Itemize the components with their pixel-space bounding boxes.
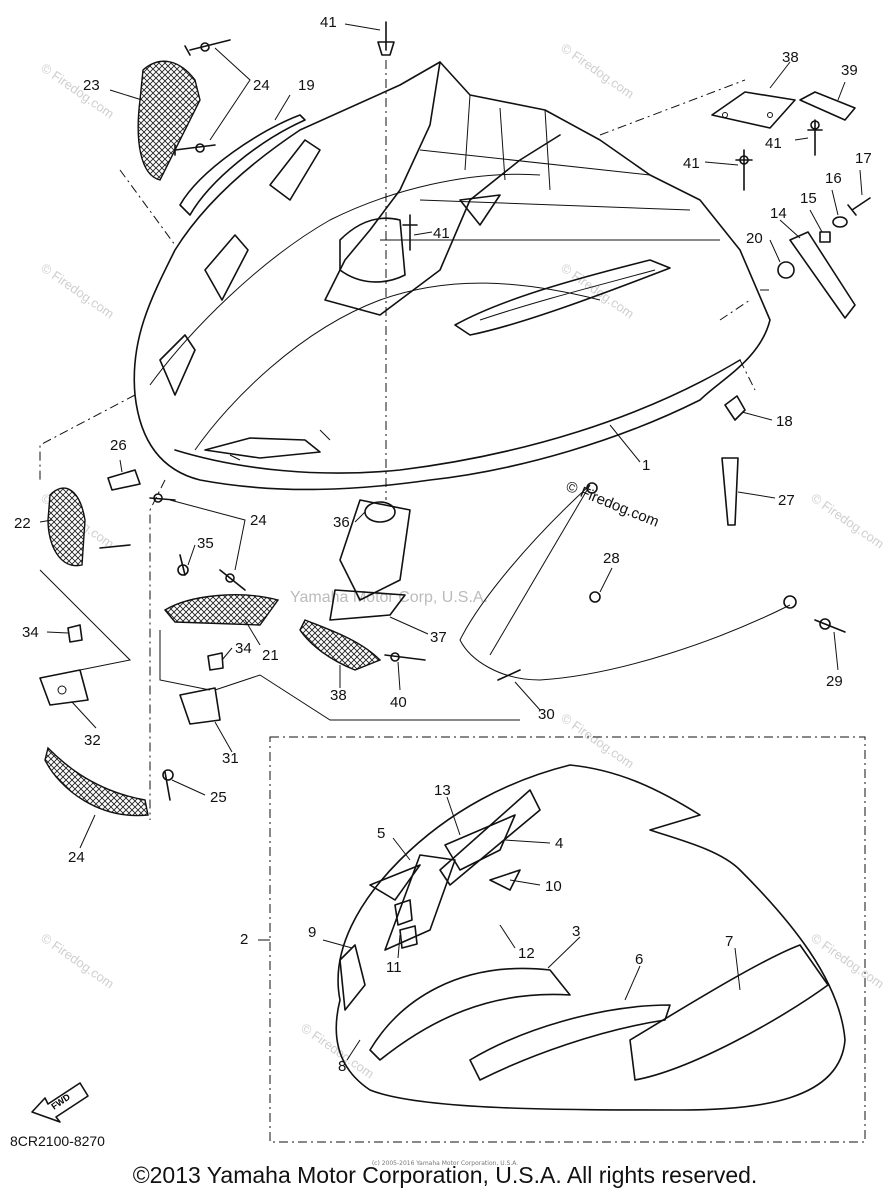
part-23-grille bbox=[137, 60, 201, 181]
callout-38: 38 bbox=[330, 687, 347, 704]
copyright-notice: ©2013 Yamaha Motor Corporation, U.S.A. A… bbox=[132, 1162, 758, 1188]
callout-13: 13 bbox=[434, 782, 451, 799]
callout-39: 38 bbox=[782, 49, 799, 66]
callout-15: 15 bbox=[800, 190, 817, 207]
part-38-grille bbox=[299, 619, 382, 671]
small-credit: (c) 2005-2016 Yamaha Motor Corporation, … bbox=[371, 1160, 519, 1167]
callout-26: 25 bbox=[210, 789, 227, 806]
callout-40: 39 bbox=[841, 62, 858, 79]
part-14-arm bbox=[789, 231, 856, 319]
watermark-center: Yamaha Motor Corp, U.S.A. bbox=[290, 589, 488, 606]
callout-33: 32 bbox=[84, 732, 101, 749]
part-39-plate bbox=[711, 91, 796, 129]
part-25-grille bbox=[44, 746, 149, 817]
callout-24: 24 bbox=[250, 512, 267, 529]
callout-17: 17 bbox=[855, 150, 872, 167]
watermark: © Firedog.com bbox=[558, 260, 637, 321]
watermark: © Firedog.com bbox=[38, 60, 117, 121]
callout-25: 24 bbox=[68, 849, 85, 866]
part-21-grille bbox=[163, 594, 280, 626]
callout-8: 8 bbox=[338, 1058, 346, 1075]
callout-28: 27 bbox=[778, 492, 795, 509]
parts bbox=[39, 21, 871, 817]
callout-41: 41 bbox=[433, 225, 450, 242]
part-40-bracket bbox=[799, 91, 856, 121]
callout-18: 18 bbox=[776, 413, 793, 430]
callout-32: 31 bbox=[222, 750, 239, 767]
leader-lines bbox=[39, 23, 863, 1061]
watermark: © Firedog.com bbox=[38, 930, 117, 991]
decal-set-box bbox=[258, 736, 866, 1143]
callout-35: 35 bbox=[197, 535, 214, 552]
watermark: © Firedog.com bbox=[558, 710, 637, 771]
part-33-bracket bbox=[39, 669, 89, 706]
part-28-cable-tie bbox=[721, 457, 739, 526]
callout-3: 3 bbox=[572, 923, 580, 940]
callout-1: 1 bbox=[642, 457, 650, 474]
callout-31: 30 bbox=[538, 706, 555, 723]
callout-30: 29 bbox=[826, 673, 843, 690]
callout-21: 21 bbox=[262, 647, 279, 664]
hood-assembly bbox=[133, 61, 771, 491]
callout-7: 7 bbox=[725, 933, 733, 950]
callout-34: 34 bbox=[235, 640, 252, 657]
callout-19: 19 bbox=[298, 77, 315, 94]
assembly-lines bbox=[39, 60, 770, 820]
callout-16: 16 bbox=[825, 170, 842, 187]
callout-23: 23 bbox=[83, 77, 100, 94]
callout-36: 36 bbox=[333, 514, 350, 531]
part-19-stripe bbox=[179, 114, 306, 216]
callout-27: 26 bbox=[110, 437, 127, 454]
callout-41: 41 bbox=[683, 155, 700, 172]
watermark: © Firedog.com bbox=[808, 490, 887, 551]
callout-10: 10 bbox=[545, 878, 562, 895]
watermarks: © Firedog.com © Firedog.com © Firedog.co… bbox=[38, 40, 887, 1081]
watermark: © Firedog.com bbox=[38, 260, 117, 321]
callout-11: 11 bbox=[386, 959, 402, 976]
callout-41: 41 bbox=[320, 14, 337, 31]
callout-9: 9 bbox=[308, 924, 316, 941]
callout-22: 22 bbox=[14, 515, 31, 532]
callout-14: 14 bbox=[770, 205, 787, 222]
watermark: © Firedog.com bbox=[808, 930, 887, 991]
callout-20: 20 bbox=[746, 230, 763, 247]
callout-34: 34 bbox=[22, 624, 39, 641]
callout-12: 12 bbox=[518, 945, 535, 962]
callout-5: 5 bbox=[377, 825, 385, 842]
callout-29: 28 bbox=[603, 550, 620, 567]
part-36-duct bbox=[339, 499, 411, 601]
callout-41: 41 bbox=[765, 135, 782, 152]
callout-2: 2 bbox=[240, 931, 248, 948]
fwd-arrow: FWD bbox=[31, 1082, 89, 1123]
callout-37: 37 bbox=[430, 629, 447, 646]
callout-41: 40 bbox=[390, 694, 407, 711]
part-32-bracket bbox=[179, 687, 221, 725]
callout-24: 24 bbox=[253, 77, 270, 94]
diagram-part-code: 8CR2100-8270 bbox=[10, 1133, 105, 1149]
part-22-grille bbox=[47, 487, 86, 567]
callout-labels: 41 23 24 19 38 39 41 41 17 16 15 14 20 4… bbox=[14, 14, 872, 1075]
watermark: © Firedog.com bbox=[558, 40, 637, 101]
callout-4: 4 bbox=[555, 835, 563, 852]
callout-6: 6 bbox=[635, 951, 643, 968]
